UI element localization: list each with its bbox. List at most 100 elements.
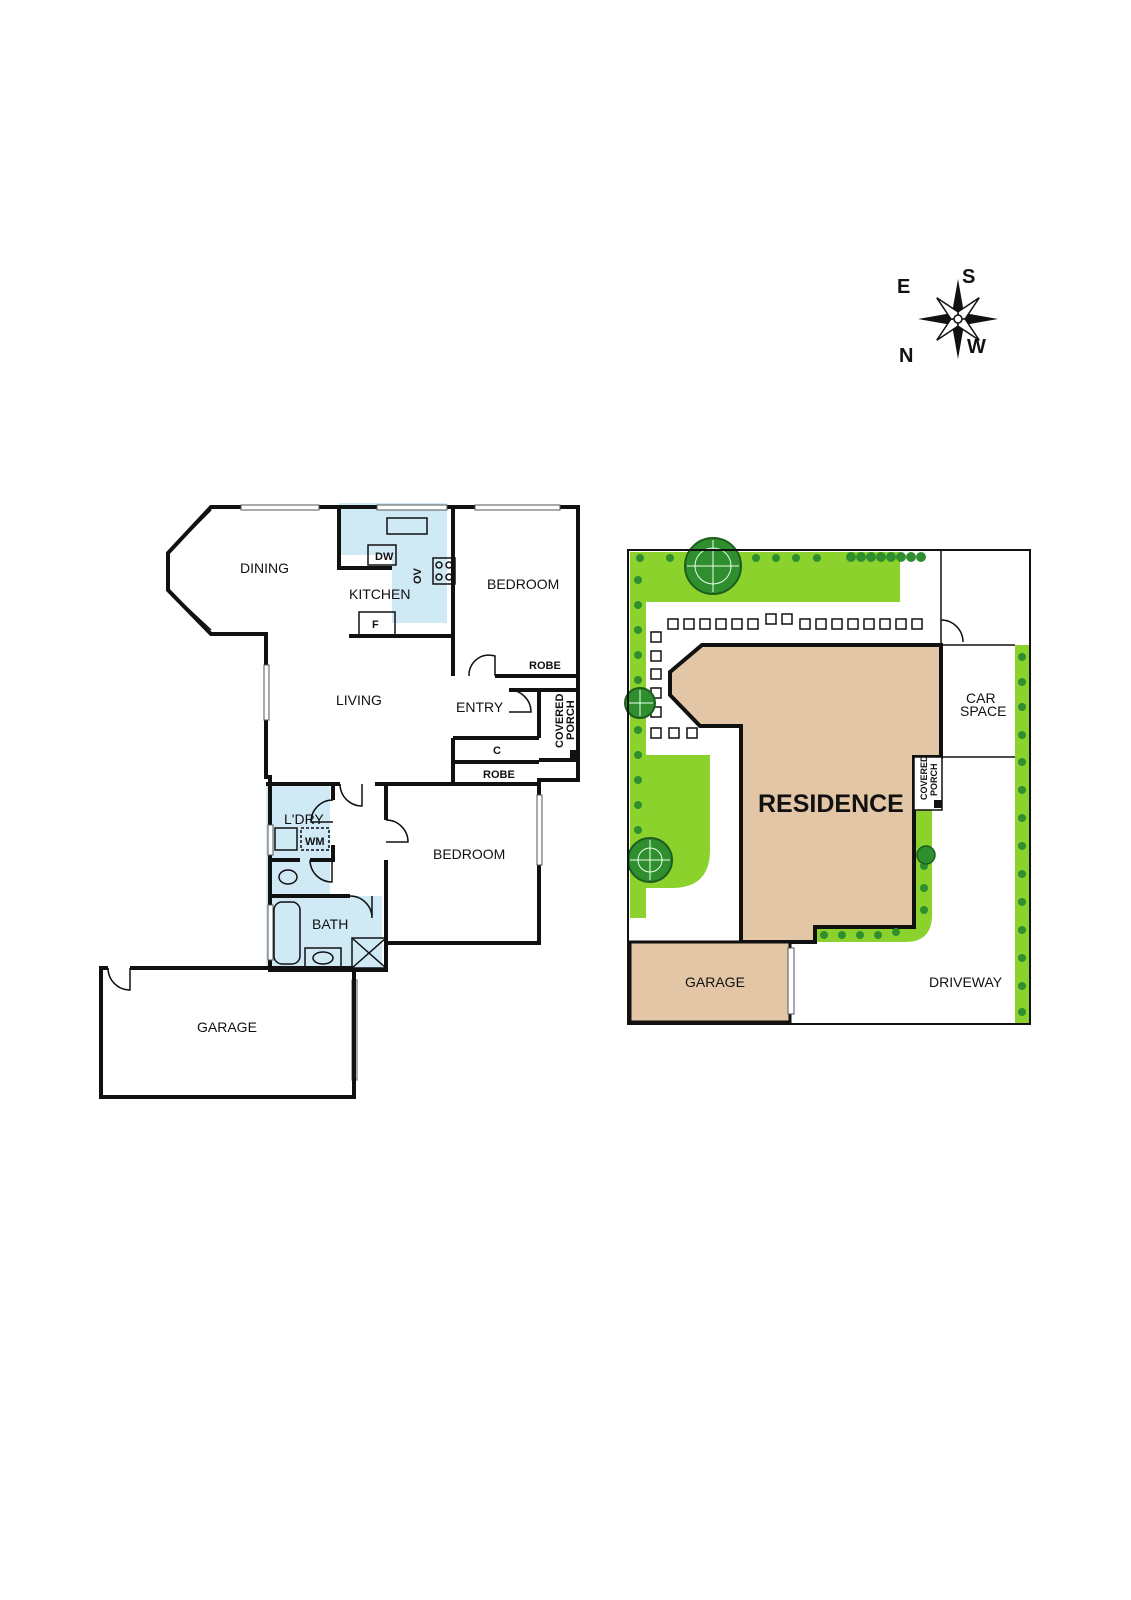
label-site-covered-porch-b: PORCH: [929, 763, 939, 796]
label-washing-machine: WM: [305, 836, 325, 848]
garage-door: [787, 947, 795, 1015]
room-label-dining: DINING: [240, 560, 289, 576]
label-ov: OV: [412, 567, 424, 584]
fridge-space: [358, 611, 396, 637]
label-dw: DW: [375, 551, 394, 563]
label-fridge: F: [372, 619, 379, 631]
shower-cross: [351, 937, 387, 969]
paver: [715, 618, 727, 630]
kitchen-sink-icon: [386, 517, 428, 535]
hedge-dots: [634, 552, 1026, 1016]
tree-icon: [624, 687, 656, 719]
room-label-entry: ENTRY: [456, 699, 504, 715]
compass-e: E: [897, 276, 910, 298]
paver: [863, 618, 875, 630]
site-plan: RESIDENCE CAR SPACE COVERED PORCH GARAGE…: [624, 537, 1031, 1025]
wall-entry-porch: [509, 688, 541, 738]
paver: [650, 650, 662, 662]
label-cupboard: C: [493, 745, 501, 757]
label-robe-1: ROBE: [529, 660, 561, 672]
door-swing: [107, 967, 131, 991]
paver: [686, 727, 698, 739]
door-swing: [508, 689, 532, 713]
garage-outline: [99, 966, 356, 1099]
window: [474, 504, 561, 511]
wall-porch: [539, 688, 580, 762]
basin-icon: [312, 951, 334, 965]
bay-window: [167, 589, 212, 631]
room-label-bedroom-2: BEDROOM: [433, 846, 505, 862]
label-driveway: DRIVEWAY: [929, 974, 1003, 990]
bathtub-icon: [273, 901, 301, 965]
hedge-right: [1015, 645, 1029, 1023]
burner-icon: [435, 561, 443, 569]
paver: [650, 631, 662, 643]
paver: [895, 618, 907, 630]
compass-w: W: [967, 336, 986, 358]
label-residence: RESIDENCE: [758, 790, 904, 818]
window: [267, 904, 274, 961]
door-swing: [468, 654, 496, 677]
lawn-left-strip: [630, 552, 646, 918]
cooktop-icon: [432, 557, 456, 585]
window: [376, 504, 448, 511]
laundry-area: [266, 782, 330, 860]
label-robe-2: ROBE: [483, 769, 515, 781]
site-porch-post: [934, 800, 942, 808]
kitchen-bench-side: [392, 555, 447, 623]
tree-icon: [627, 837, 673, 883]
paver: [650, 668, 662, 680]
label-covered-porch-a: COVERED: [554, 694, 566, 748]
room-label-garage: GARAGE: [197, 1019, 257, 1035]
tree-icon: [916, 845, 936, 865]
door-swing: [310, 799, 334, 823]
compass: E S N W: [897, 266, 998, 367]
paver: [668, 727, 680, 739]
porch-post: [570, 750, 580, 760]
door-swing: [385, 819, 409, 843]
paver: [683, 618, 695, 630]
paver: [799, 618, 811, 630]
paver: [667, 618, 679, 630]
window: [536, 794, 543, 866]
paver: [815, 618, 827, 630]
paver: [650, 727, 662, 739]
bath-area: [266, 896, 382, 968]
paver: [847, 618, 859, 630]
tree-icon: [684, 537, 742, 595]
paver: [731, 618, 743, 630]
label-site-garage: GARAGE: [685, 974, 745, 990]
gate-swing: [940, 619, 964, 643]
room-label-laundry: L'DRY: [284, 811, 324, 827]
burner-icon: [445, 573, 453, 581]
floor-plan: DINING KITCHEN DW OV F BEDROOM ROBE LIVI…: [99, 503, 580, 1099]
room-label-bath: BATH: [312, 916, 348, 932]
lawn-top: [630, 552, 900, 602]
paver: [831, 618, 843, 630]
room-label-bedroom-1: BEDROOM: [487, 576, 559, 592]
window: [267, 824, 274, 856]
compass-rose-icon: [918, 279, 998, 359]
window: [240, 504, 320, 511]
lot-boundary-line: [627, 549, 1031, 1025]
house-outline: [166, 505, 580, 972]
compass-s: S: [962, 266, 975, 288]
label-car-space-b: SPACE: [960, 703, 1006, 719]
wall-dining-kitchen: [337, 507, 392, 570]
paver: [699, 618, 711, 630]
label-covered-porch-b: PORCH: [565, 700, 577, 740]
door-swing: [349, 895, 373, 919]
laundry-trough-icon: [274, 827, 298, 851]
dishwasher-icon: [367, 544, 397, 566]
paver: [747, 618, 759, 630]
toilet-icon: [278, 869, 298, 885]
paver: [911, 618, 923, 630]
door-swing: [309, 859, 333, 883]
shower-icon: [351, 937, 387, 969]
site-garage: [628, 940, 792, 1024]
burner-icon: [435, 573, 443, 581]
window: [263, 664, 270, 721]
compass-n: N: [899, 345, 913, 367]
paver: [765, 613, 777, 625]
